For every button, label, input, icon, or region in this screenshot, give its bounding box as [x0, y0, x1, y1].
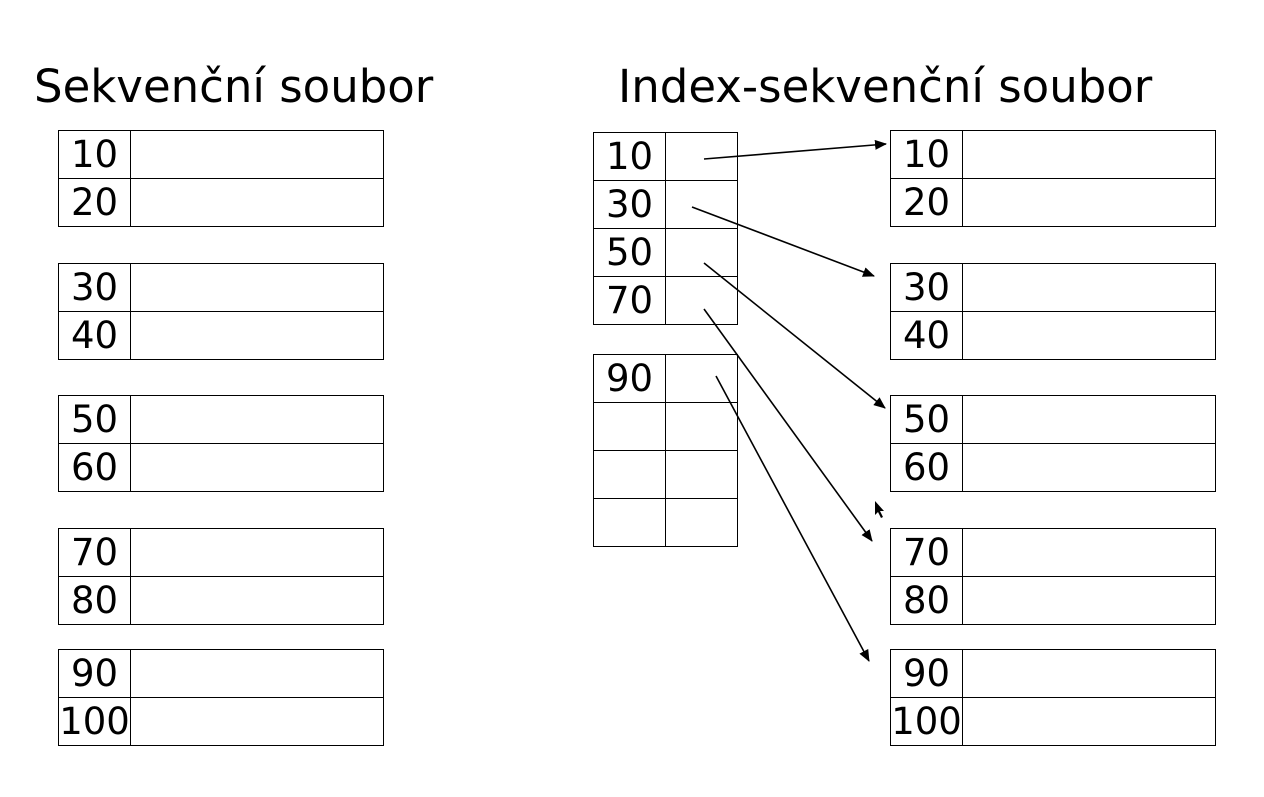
index-row	[593, 402, 738, 451]
record-value	[962, 311, 1216, 360]
record-value	[962, 443, 1216, 492]
record-row: 10	[890, 130, 1216, 179]
record-row: 10	[58, 130, 384, 179]
record-value	[130, 311, 384, 360]
index-row	[593, 498, 738, 547]
record-value	[962, 649, 1216, 698]
record-value	[962, 395, 1216, 444]
record-row: 50	[890, 395, 1216, 444]
record-value	[130, 178, 384, 227]
record-key: 60	[890, 443, 963, 492]
record-row: 20	[890, 178, 1216, 227]
index-pointer	[665, 498, 738, 547]
record-row: 40	[58, 311, 384, 360]
arrow-50	[703, 262, 886, 409]
arrow-90	[715, 375, 870, 662]
record-row: 30	[58, 263, 384, 312]
index-row: 30	[593, 180, 738, 229]
record-value	[130, 443, 384, 492]
record-value	[962, 263, 1216, 312]
record-value	[962, 697, 1216, 746]
record-value	[130, 576, 384, 625]
record-row: 100	[890, 697, 1216, 746]
index-row: 70	[593, 276, 738, 325]
record-key: 20	[890, 178, 963, 227]
record-key: 50	[58, 395, 131, 444]
record-value	[130, 697, 384, 746]
record-key: 90	[58, 649, 131, 698]
right-title: Index-sekvenční soubor	[618, 60, 1153, 113]
record-row: 60	[890, 443, 1216, 492]
record-key: 10	[58, 130, 131, 179]
record-key: 80	[890, 576, 963, 625]
index-row	[593, 450, 738, 499]
record-row: 70	[890, 528, 1216, 577]
record-key: 80	[58, 576, 131, 625]
index-pointer	[665, 402, 738, 451]
record-key: 10	[890, 130, 963, 179]
record-row: 100	[58, 697, 384, 746]
data-block-5: 90 100	[890, 649, 1216, 746]
record-value	[962, 528, 1216, 577]
record-row: 90	[890, 649, 1216, 698]
index-key: 50	[593, 228, 666, 277]
record-value	[130, 130, 384, 179]
record-row: 80	[58, 576, 384, 625]
left-title: Sekvenční soubor	[34, 60, 434, 113]
record-value	[130, 395, 384, 444]
record-key: 100	[890, 697, 963, 746]
record-row: 60	[58, 443, 384, 492]
record-row: 20	[58, 178, 384, 227]
arrow-30	[691, 206, 875, 277]
record-key: 40	[890, 311, 963, 360]
data-block-1: 10 20	[890, 130, 1216, 227]
record-value	[962, 130, 1216, 179]
index-row: 50	[593, 228, 738, 277]
record-row: 80	[890, 576, 1216, 625]
record-key: 40	[58, 311, 131, 360]
record-key: 60	[58, 443, 131, 492]
index-block-1: 10 30 50 70	[593, 132, 738, 325]
index-block-2: 90	[593, 354, 738, 547]
record-key: 90	[890, 649, 963, 698]
index-pointer	[665, 276, 738, 325]
record-key: 30	[890, 263, 963, 312]
record-value	[130, 263, 384, 312]
index-key: 90	[593, 354, 666, 403]
record-value	[962, 576, 1216, 625]
record-row: 30	[890, 263, 1216, 312]
record-row: 90	[58, 649, 384, 698]
record-row: 40	[890, 311, 1216, 360]
arrow-70	[703, 308, 873, 542]
left-block-4: 70 80	[58, 528, 384, 625]
left-block-5: 90 100	[58, 649, 384, 746]
left-block-2: 30 40	[58, 263, 384, 360]
index-key: 30	[593, 180, 666, 229]
record-key: 100	[58, 697, 131, 746]
record-key: 20	[58, 178, 131, 227]
record-row: 50	[58, 395, 384, 444]
data-block-3: 50 60	[890, 395, 1216, 492]
data-block-2: 30 40	[890, 263, 1216, 360]
left-block-1: 10 20	[58, 130, 384, 227]
arrow-10	[703, 139, 887, 160]
index-key: 70	[593, 276, 666, 325]
cursor-icon	[875, 501, 884, 518]
record-key: 50	[890, 395, 963, 444]
left-block-3: 50 60	[58, 395, 384, 492]
record-value	[962, 178, 1216, 227]
index-pointer	[665, 450, 738, 499]
record-value	[130, 649, 384, 698]
data-block-4: 70 80	[890, 528, 1216, 625]
